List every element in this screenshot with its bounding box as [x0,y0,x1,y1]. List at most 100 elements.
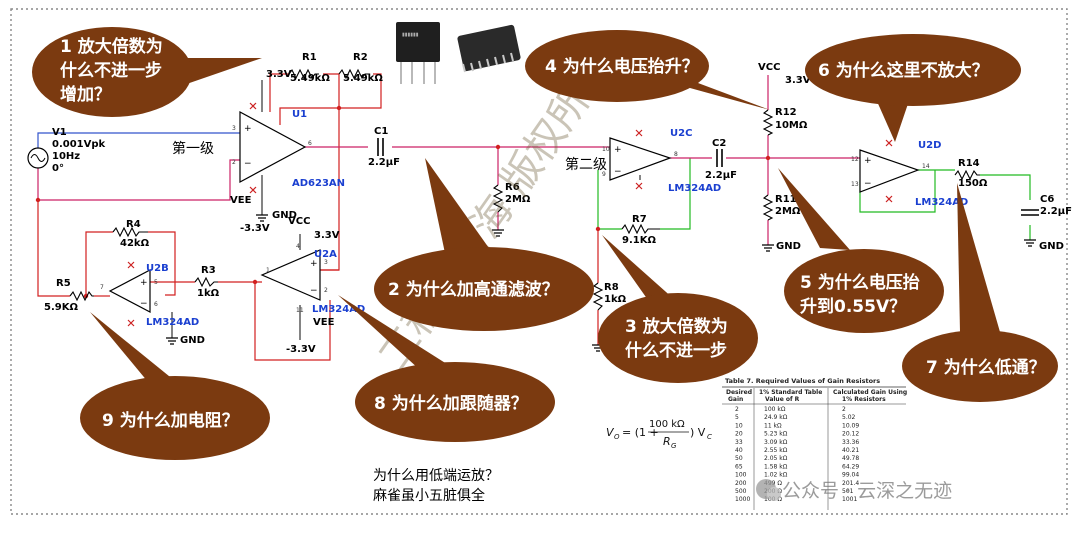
chip-dip8-image: ▮▮▮▮▮▮ [396,22,440,84]
junctions [35,105,771,299]
bubble-q7-text: 7 为什么低通？ [926,357,1046,378]
v1-name: V1 [52,127,67,138]
x-mark-icon [635,129,643,137]
bubble-q6 [805,34,1021,106]
bubble-q2-tail [425,158,496,258]
gain-table-cell: 5.02 [842,414,856,421]
pin-number: 7 [100,284,104,291]
r5-value: 5.9KΩ [44,302,78,313]
r4-value: 42kΩ [120,238,150,249]
opamp-signs: + − + − + − + − + − [140,124,872,309]
gain-table-cell: 500 [735,488,747,495]
gain-table-cell: 33.36 [842,439,859,446]
u2a-vcc-label: VCC [288,216,310,227]
r6-name: R6 [505,182,520,193]
bottom-note-line1: 为什么用低端运放？ [373,468,499,484]
plus-sign: + [244,124,252,134]
r11-name: R11 [775,194,797,205]
v1-source: V1 0.001Vpk 10Hz 0° [27,127,106,174]
chip-soic14-image [457,24,521,73]
junction-dot [495,144,501,150]
resistor-r3-symbol [194,276,218,288]
u2a-part: LM324AD [312,304,365,315]
c6-gnd-label: GND [1039,241,1064,252]
bubble-q9-tail [90,312,180,385]
wire-u2d-fb [859,170,936,213]
gain-table-cell: 11 kΩ [764,422,782,429]
gain-table-cell: 2 [735,406,739,413]
c1-name: C1 [374,126,388,137]
opamp-u2a-symbol [260,249,321,301]
grounds [166,214,1036,352]
plus-sign: + [310,259,318,269]
bubble-q8 [355,362,555,442]
minus-sign: − [614,167,622,177]
wire-u2d-out [918,169,1031,240]
pin-number: 4 [296,243,300,250]
ground-icon [1024,239,1036,247]
pin-numbers: 3 2 6 10 9 8 12 13 14 5 6 7 3 2 1 4 11 [100,125,930,314]
gain-table-cell: 100 [735,472,747,479]
gain-table-cell: 1000 [735,496,750,503]
gain-table-cell: 2.55 kΩ [764,447,788,454]
wire-u2a-loop [254,282,331,361]
r8-value: 1kΩ [604,294,627,305]
resistors [69,68,980,311]
capacitor-c6-symbol [1021,209,1039,216]
stage2-label: 第二级 [565,156,607,173]
r12-name: R12 [775,107,797,118]
u1-part: AD623AN [292,178,345,189]
bubble-q5 [784,249,944,333]
r12-vcc-label: VCC [758,62,780,73]
gain-table-cell: 501 [842,488,854,495]
resistor-r5-symbol [69,290,94,302]
wechat-icon-bubble [767,487,781,501]
bubble-q2-text: 2 为什么加高通滤波？ [388,279,559,300]
wire-v1-bottom [37,159,240,201]
resistor-r4-symbol [112,226,148,238]
gain-formula: V O = (1 + 100 kΩ R G ) V C [606,419,712,450]
u2a-supply-label: 3.3V [314,230,340,241]
junction-dot [35,197,41,203]
formula-lhs: V [606,426,615,439]
gain-table-cell: 20.12 [842,431,859,438]
chip-pins [462,52,514,73]
wire-v1-top [37,132,240,148]
u2a-name: U2A [314,249,337,260]
opamp-u2d-symbol [859,149,920,193]
r1-value: 5.49kΩ [290,73,330,84]
r6-value: 2MΩ [505,194,531,205]
gain-table-cell: 2.05 kΩ [764,455,788,462]
r11-gnd-label: GND [776,241,801,252]
formula-lhs-sub: O [614,433,620,441]
gain-table-header-2b: Value of R [765,396,800,403]
r4-name: R4 [126,219,141,230]
pin-number: 9 [602,171,606,178]
gain-table-cell: 24.9 kΩ [764,414,788,421]
ground-icon [166,337,178,345]
r7-name: R7 [632,214,647,225]
formula-num: 100 kΩ [649,419,685,430]
pin-number: 3 [324,259,328,266]
junction-dot [595,226,601,232]
gain-table-cell: 65 [735,463,743,470]
bubble-q5-tail [778,168,850,250]
callout-bubbles [32,27,1058,460]
r2-value: 5.49kΩ [343,73,383,84]
minus-sign: − [310,286,318,296]
gain-table-cell: 20 [735,431,743,438]
r3-value: 1kΩ [197,288,220,299]
bubble-q6-text: 6 为什么这里不放大？ [818,60,989,81]
minus-sign: − [864,179,872,189]
x-mark-icon [249,186,257,194]
c6-value: 2.2µF [1040,206,1072,217]
bubble-q4-text: 4 为什么电压抬升？ [545,56,699,77]
wire-left-down [37,200,70,297]
plus-sign: + [864,156,872,166]
ground-icon [762,244,774,252]
u1-name: U1 [292,109,307,120]
pin-number: 10 [602,146,610,153]
gain-table-cell: 2 [842,406,846,413]
